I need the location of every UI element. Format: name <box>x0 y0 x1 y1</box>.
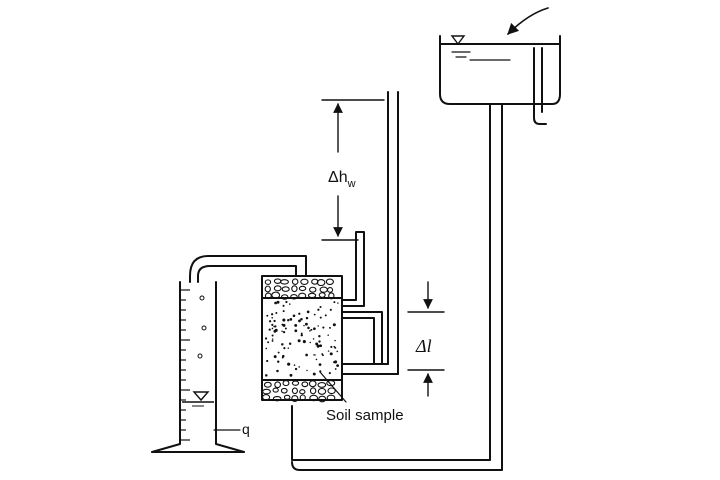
gravel-layers <box>261 278 336 403</box>
cylinder-bubbles <box>197 295 207 359</box>
overflow-spout <box>533 47 547 125</box>
outflow-pipe <box>189 255 307 283</box>
flow-rate-label: q <box>242 421 250 437</box>
graduated-cylinder <box>151 281 245 453</box>
soil-sample-label: Soil sample <box>326 407 404 424</box>
supply-pipe <box>291 103 503 471</box>
soil-sample-container <box>261 275 343 401</box>
length-dimension <box>407 281 445 397</box>
reservoir-tank <box>439 35 561 125</box>
sample-length-label: Δl <box>415 336 432 356</box>
sample-leader-line <box>319 371 347 403</box>
head-difference-label: Δhw <box>328 169 356 190</box>
upper-piezometer <box>341 231 365 307</box>
graduation-ticks <box>180 289 190 441</box>
cylinder-water-level-triangle <box>182 391 214 407</box>
water-level-triangle <box>450 35 466 46</box>
manometer-tube <box>341 91 399 375</box>
head-dimension <box>321 99 385 241</box>
soil-particles <box>264 300 340 377</box>
side-tap <box>341 311 383 365</box>
inflow-arrow <box>507 7 549 35</box>
